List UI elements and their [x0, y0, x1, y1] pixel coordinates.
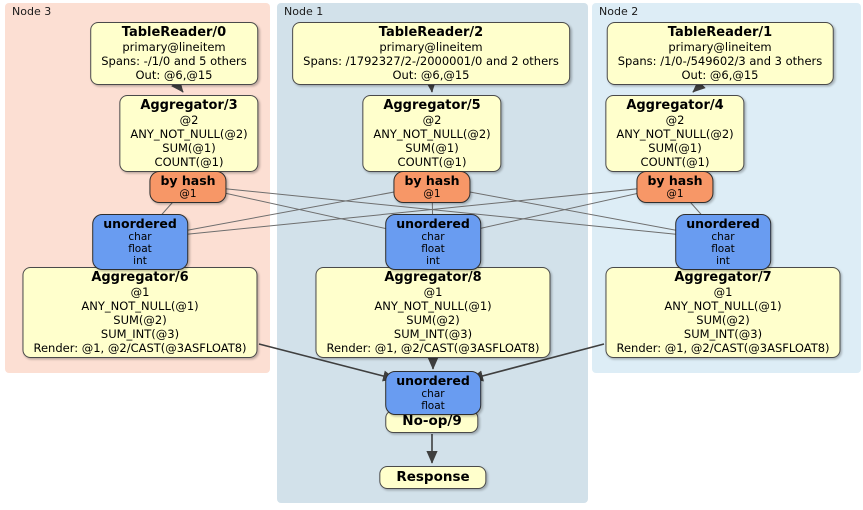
processor-line: ANY_NOT_NULL(@1)	[81, 299, 199, 313]
processor-title: Aggregator/4	[626, 98, 724, 113]
response-node: Response	[379, 466, 487, 489]
processor-title: Aggregator/6	[91, 270, 189, 285]
aggregator-7: Aggregator/7 @1 ANY_NOT_NULL(@1) SUM(@2)…	[605, 267, 841, 358]
processor-title: TableReader/2	[378, 25, 484, 40]
hash-router-node2: by hash @1	[636, 171, 714, 203]
processor-line: Render: @1, @2/CAST(@3ASFLOAT8)	[616, 341, 830, 355]
processor-line: Spans: /1/0-/549602/3 and 3 others	[617, 54, 823, 68]
processor-line: COUNT(@1)	[154, 155, 224, 169]
aggregator-4: Aggregator/4 @2 ANY_NOT_NULL(@2) SUM(@1)…	[605, 95, 745, 172]
unordered-sync-final: unordered char float	[385, 371, 481, 415]
processor-line: COUNT(@1)	[397, 155, 467, 169]
sync-type: int	[133, 255, 147, 267]
processor-line: ANY_NOT_NULL(@2)	[130, 127, 248, 141]
node3-label: Node 3	[12, 5, 52, 18]
processor-line: primary@lineitem	[122, 40, 226, 54]
sync-type: int	[426, 255, 440, 267]
processor-line: Out: @6,@15	[392, 68, 470, 82]
processor-title: TableReader/0	[121, 25, 227, 40]
aggregator-3: Aggregator/3 @2 ANY_NOT_NULL(@2) SUM(@1)…	[119, 95, 259, 172]
processor-line: SUM(@1)	[162, 141, 216, 155]
processor-line: Out: @6,@15	[681, 68, 759, 82]
aggregator-6: Aggregator/6 @1 ANY_NOT_NULL(@1) SUM(@2)…	[22, 267, 258, 358]
processor-line: Render: @1, @2/CAST(@3ASFLOAT8)	[326, 341, 540, 355]
processor-line: ANY_NOT_NULL(@1)	[664, 299, 782, 313]
sync-type: char	[421, 231, 445, 243]
sync-type: int	[716, 255, 730, 267]
processor-line: primary@lineitem	[379, 40, 483, 54]
router-key: @1	[179, 188, 197, 200]
sync-type: float	[421, 243, 445, 255]
processor-title: Response	[396, 469, 470, 485]
processor-line: SUM_INT(@3)	[683, 327, 763, 341]
processor-line: Spans: -/1/0 and 5 others	[101, 54, 247, 68]
sync-type: char	[128, 231, 152, 243]
processor-line: ANY_NOT_NULL(@1)	[374, 299, 492, 313]
table-reader-1: TableReader/1 primary@lineitem Spans: /1…	[606, 22, 834, 85]
processor-title: No-op/9	[402, 413, 462, 429]
sync-title: unordered	[396, 216, 470, 231]
processor-line: @2	[179, 113, 199, 127]
sync-type: char	[711, 231, 735, 243]
node2-label: Node 2	[599, 5, 639, 18]
unordered-sync-node2: unordered char float int	[675, 214, 771, 270]
router-title: by hash	[404, 173, 460, 188]
processor-line: ANY_NOT_NULL(@2)	[373, 127, 491, 141]
table-reader-2: TableReader/2 primary@lineitem Spans: /1…	[292, 22, 570, 85]
processor-line: ANY_NOT_NULL(@2)	[616, 127, 734, 141]
processor-line: @1	[713, 285, 733, 299]
processor-title: Aggregator/3	[140, 98, 238, 113]
unordered-sync-node1: unordered char float int	[385, 214, 481, 270]
processor-line: @1	[423, 285, 443, 299]
processor-line: Spans: /1792327/2-/2000001/0 and 2 other…	[303, 54, 559, 68]
sync-type: float	[421, 400, 445, 412]
processor-line: SUM(@2)	[696, 313, 750, 327]
sync-title: unordered	[686, 216, 760, 231]
processor-line: SUM(@1)	[648, 141, 702, 155]
processor-line: SUM(@2)	[113, 313, 167, 327]
router-title: by hash	[647, 173, 703, 188]
processor-line: SUM(@1)	[405, 141, 459, 155]
hash-router-node1: by hash @1	[393, 171, 471, 203]
unordered-sync-node3: unordered char float int	[92, 214, 188, 270]
processor-line: @2	[422, 113, 442, 127]
sync-type: float	[711, 243, 735, 255]
sync-type: char	[421, 388, 445, 400]
aggregator-5: Aggregator/5 @2 ANY_NOT_NULL(@2) SUM(@1)…	[362, 95, 502, 172]
sync-title: unordered	[103, 216, 177, 231]
processor-title: TableReader/1	[667, 25, 773, 40]
processor-line: primary@lineitem	[668, 40, 772, 54]
processor-line: Out: @6,@15	[135, 68, 213, 82]
router-title: by hash	[160, 173, 216, 188]
sync-type: float	[128, 243, 152, 255]
aggregator-8: Aggregator/8 @1 ANY_NOT_NULL(@1) SUM(@2)…	[315, 267, 551, 358]
processor-line: @2	[665, 113, 685, 127]
processor-title: Aggregator/8	[384, 270, 482, 285]
processor-line: COUNT(@1)	[640, 155, 710, 169]
hash-router-node3: by hash @1	[149, 171, 227, 203]
noop-processor: No-op/9	[385, 410, 479, 433]
processor-line: SUM(@2)	[406, 313, 460, 327]
processor-line: SUM_INT(@3)	[393, 327, 473, 341]
processor-line: Render: @1, @2/CAST(@3ASFLOAT8)	[33, 341, 247, 355]
processor-line: @1	[130, 285, 150, 299]
sync-title: unordered	[396, 373, 470, 388]
processor-line: SUM_INT(@3)	[100, 327, 180, 341]
processor-title: Aggregator/7	[674, 270, 772, 285]
node1-label: Node 1	[284, 5, 324, 18]
processor-title: Aggregator/5	[383, 98, 481, 113]
table-reader-0: TableReader/0 primary@lineitem Spans: -/…	[90, 22, 258, 85]
router-key: @1	[423, 188, 441, 200]
router-key: @1	[666, 188, 684, 200]
